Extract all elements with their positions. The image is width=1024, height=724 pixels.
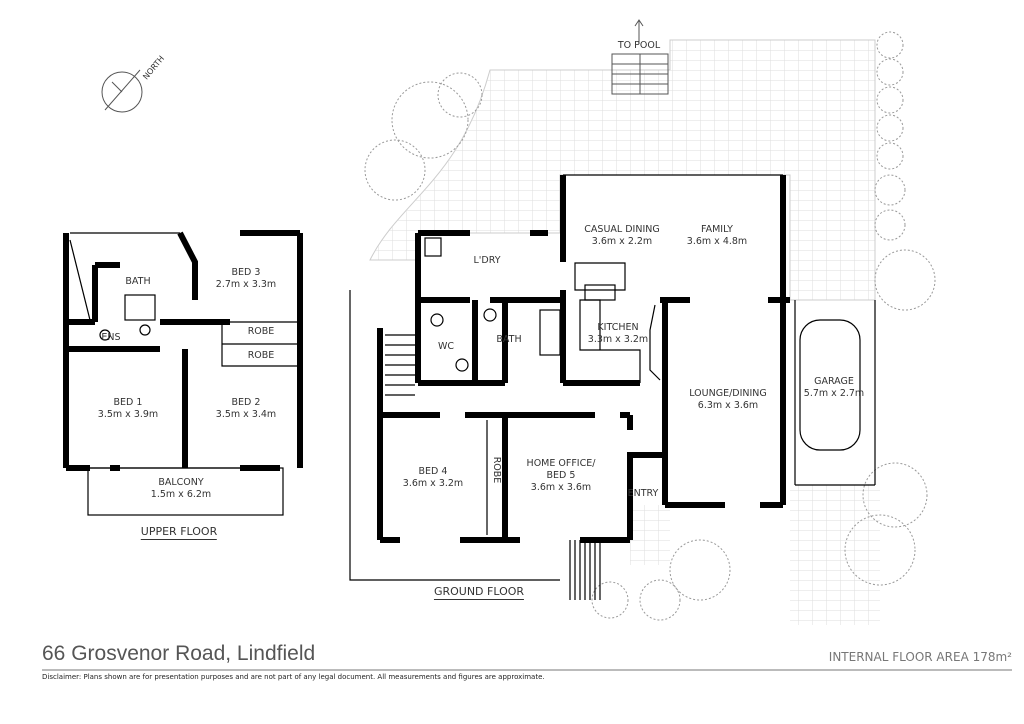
room-size: 3.6m x 3.2m [402,478,464,489]
room-name: HOME OFFICE/ [526,458,596,469]
landscaping-trees [364,31,936,621]
upper-floor-title: UPPER FLOOR [140,525,218,540]
paving [369,39,876,301]
ens-label: ENS [101,332,121,343]
ground-bath-label: BATH [496,334,522,345]
ground-floor-fixtures [349,174,876,600]
upper-floor-fixtures [65,232,301,516]
ground-floor-walls [377,175,790,543]
laundry-label: L'DRY [473,255,501,266]
robe-label-2: ROBE [247,350,275,361]
ground-robe-label: ROBE [491,456,502,484]
front-path [630,505,670,565]
upper-bath-label: BATH [125,276,151,287]
room-name: FAMILY [701,224,733,235]
room-size: 3.5m x 3.4m [215,409,277,420]
disclaimer: Disclaimer: Plans shown are for presenta… [42,673,545,681]
wc-label: WC [437,341,455,352]
room-name: BED 1 [113,397,143,408]
room-name: LOUNGE/DINING [689,388,767,399]
room-size: 3.6m x 2.2m [591,236,653,247]
room-size: 1.5m x 6.2m [150,489,212,500]
room-name: BED 2 [231,397,261,408]
pool-steps [611,19,669,95]
entry-label: ENTRY [627,488,659,499]
to-pool-label: TO POOL [617,40,661,51]
room-name: GARAGE [814,376,854,387]
room-name: BED 3 [231,267,261,278]
internal-floor-area: INTERNAL FLOOR AREA 178m² [828,650,1012,664]
room-name: CASUAL DINING [584,224,660,235]
room-size: 5.7m x 2.7m [803,388,865,399]
room-name-2: BED 5 [546,470,576,481]
room-size: 3.6m x 4.8m [686,236,748,247]
north-compass [101,69,143,113]
room-name: KITCHEN [597,322,639,333]
room-name: BALCONY [158,477,204,488]
ground-floor-title: GROUND FLOOR [433,585,525,600]
room-size: 6.3m x 3.6m [697,400,759,411]
room-size: 2.7m x 3.3m [215,279,277,290]
room-size: 3.3m x 3.2m [587,334,649,345]
robe-label-1: ROBE [247,326,275,337]
footer-divider [42,669,1012,671]
room-size: 3.6m x 3.6m [530,482,592,493]
room-name: BED 4 [418,466,448,477]
driveway [790,485,880,625]
property-address: 66 Grosvenor Road, Lindfield [42,642,316,665]
room-size: 3.5m x 3.9m [97,409,159,420]
